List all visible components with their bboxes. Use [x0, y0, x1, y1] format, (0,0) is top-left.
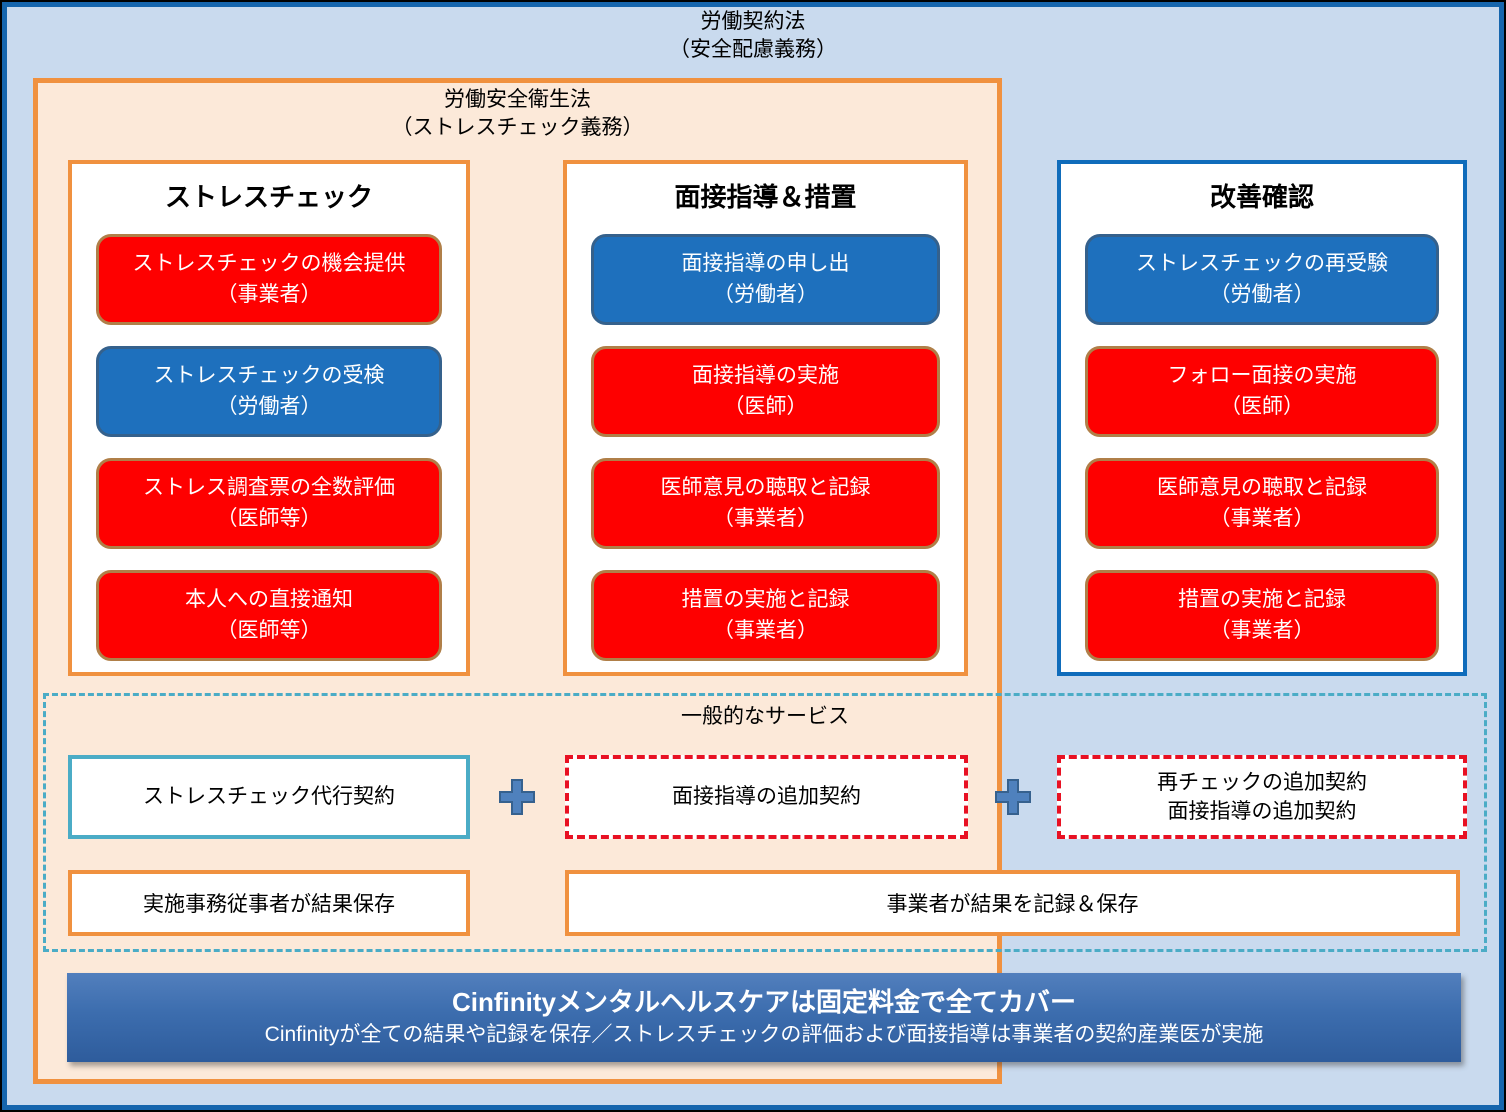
industrial-safety-health-law-title: 労働安全衛生法 （ストレスチェック義務） [391, 88, 644, 139]
flow-step: ストレスチェックの再受験 （労働者） [1085, 234, 1439, 325]
general-services-title: 一般的なサービス [681, 705, 849, 728]
column-steps: ストレスチェックの機会提供 （事業者） ストレスチェックの受検 （労働者） スト… [96, 234, 442, 661]
flow-step: フォロー面接の実施 （医師） [1085, 346, 1439, 437]
column-header: 改善確認 [1209, 182, 1314, 212]
flow-step: ストレスチェックの機会提供 （事業者） [96, 234, 442, 325]
service-box-interview-addon-contract: 面接指導の追加契約 [565, 755, 968, 839]
banner-headline: Cinfinityメンタルヘルスケアは固定料金で全てカバー [452, 986, 1076, 1017]
flow-step: ストレス調査票の全数評価 （医師等） [96, 458, 442, 549]
service-box-outsourcing-contract: ストレスチェック代行契約 [68, 755, 470, 839]
plus-icon [993, 777, 1033, 817]
labor-contract-law-title: 労働契約法 （安全配慮義務） [669, 10, 837, 61]
service-box-recheck-addon-contract: 再チェックの追加契約 面接指導の追加契約 [1057, 755, 1467, 839]
flow-step: 本人への直接通知 （医師等） [96, 570, 442, 661]
plus-icon [497, 777, 537, 817]
flow-step: 面接指導の実施 （医師） [591, 346, 940, 437]
general-services-frame [43, 693, 1487, 952]
column-improvement-check: 改善確認 ストレスチェックの再受験 （労働者） フォロー面接の実施 （医師） 医… [1057, 160, 1467, 676]
column-header: 面接指導＆措置 [674, 182, 857, 212]
storage-box-employer: 事業者が結果を記録＆保存 [565, 870, 1460, 936]
column-steps: 面接指導の申し出 （労働者） 面接指導の実施 （医師） 医師意見の聴取と記録 （… [591, 234, 940, 661]
column-steps: ストレスチェックの再受験 （労働者） フォロー面接の実施 （医師） 医師意見の聴… [1085, 234, 1439, 661]
cinfinity-banner: Cinfinityメンタルヘルスケアは固定料金で全てカバー Cinfinityが… [67, 973, 1461, 1062]
column-header: ストレスチェック [164, 182, 373, 212]
flow-step: 措置の実施と記録 （事業者） [1085, 570, 1439, 661]
banner-subline: Cinfinityが全ての結果や記録を保存／ストレスチェックの評価および面接指導… [264, 1023, 1264, 1047]
flow-step: ストレスチェックの受検 （労働者） [96, 346, 442, 437]
column-stress-check: ストレスチェック ストレスチェックの機会提供 （事業者） ストレスチェックの受検… [68, 160, 470, 676]
storage-box-implementer: 実施事務従事者が結果保存 [68, 870, 470, 936]
flow-step: 医師意見の聴取と記録 （事業者） [591, 458, 940, 549]
column-interview-guidance: 面接指導＆措置 面接指導の申し出 （労働者） 面接指導の実施 （医師） 医師意見… [563, 160, 968, 676]
flow-step: 面接指導の申し出 （労働者） [591, 234, 940, 325]
flow-step: 医師意見の聴取と記録 （事業者） [1085, 458, 1439, 549]
flow-step: 措置の実施と記録 （事業者） [591, 570, 940, 661]
